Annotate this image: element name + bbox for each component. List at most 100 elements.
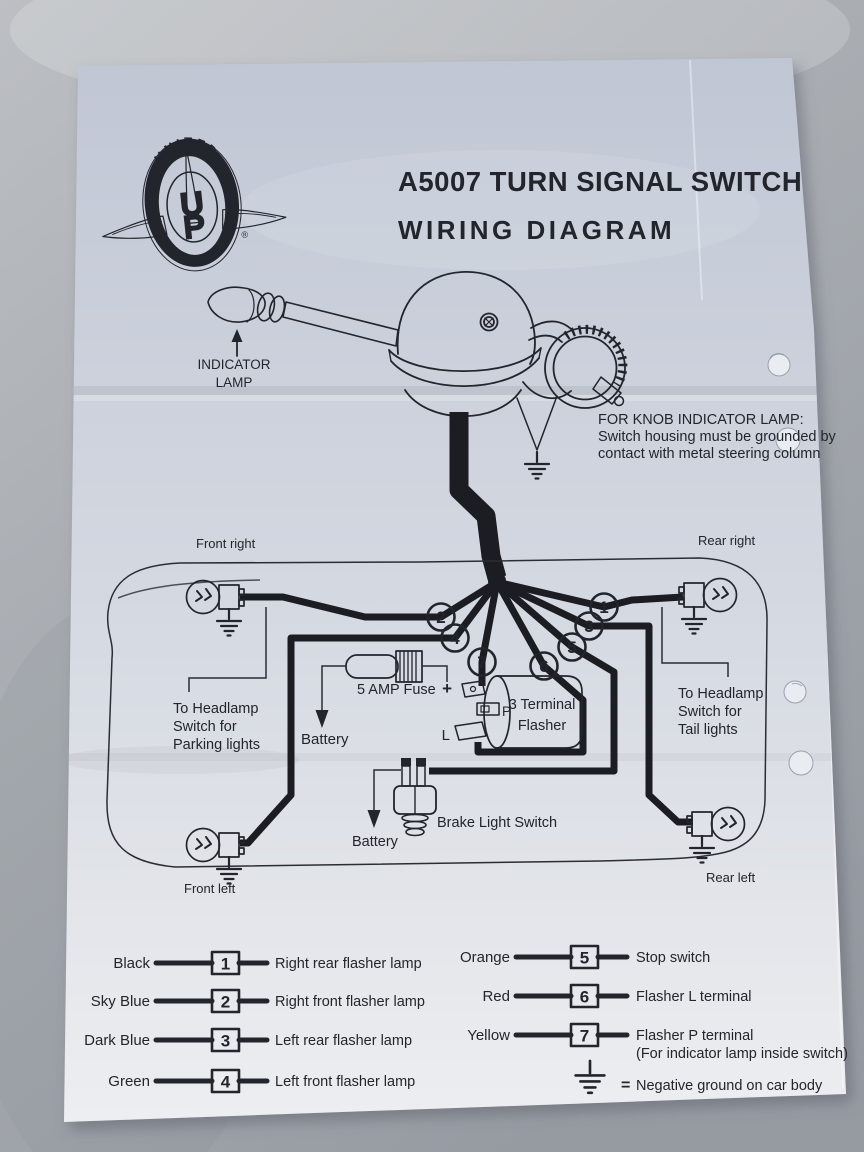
wire-2-sky-blue — [240, 579, 499, 621]
logo-monogram-u: U — [178, 184, 206, 223]
legend-color-2: Sky Blue — [91, 993, 150, 1010]
brake-switch-label: Brake Light Switch — [437, 815, 557, 831]
wiring-harness — [240, 572, 693, 847]
wire-callout-2: 2 — [426, 602, 456, 632]
legend-desc-1: Right rear flasher lamp — [275, 956, 422, 972]
wire-number-2: 2 — [436, 608, 445, 627]
wire-color-legend: Black 1 Right rear flasher lamp Sky Blue… — [84, 944, 848, 1095]
legend-color-7: Yellow — [467, 1027, 510, 1044]
brake-light-switch: Brake Light Switch Battery — [352, 758, 557, 850]
note-line-2: Switch housing must be grounded by — [598, 429, 837, 445]
wire-callout-4: 4 — [440, 623, 470, 653]
legend-color-4: Green — [108, 1073, 150, 1090]
wire-4-green — [240, 579, 500, 847]
car-hood-line — [117, 579, 261, 599]
legend-equals: = — [621, 1077, 630, 1094]
punch-holes — [767, 353, 814, 776]
label-rear-right: Rear right — [698, 533, 755, 548]
battery-arrow-upper — [315, 710, 329, 728]
legend-desc-7: Flasher P terminal — [636, 1028, 753, 1044]
flasher-plus-terminal — [461, 680, 486, 698]
wire-number-callouts: 1 2 3 4 5 6 7 — [426, 592, 619, 681]
parking-line-3: Parking lights — [173, 737, 260, 753]
legend-desc-3: Left rear flasher lamp — [275, 1033, 412, 1049]
battery-arrow-lower — [367, 810, 381, 828]
flasher-p-label: P — [502, 704, 511, 719]
wire-callout-6: 6 — [529, 651, 559, 681]
legend-num-4: 4 — [221, 1073, 231, 1092]
parking-line-1: To Headlamp — [173, 701, 258, 717]
legend-row-4: Green 4 Left front flasher lamp — [108, 1068, 415, 1094]
page-subtitle: WIRING DIAGRAM — [398, 215, 675, 245]
legend-num-7: 7 — [580, 1027, 589, 1046]
wire-number-3: 3 — [584, 617, 593, 636]
label-front-right: Front right — [196, 536, 256, 551]
legend-color-3: Dark Blue — [84, 1032, 150, 1049]
wire-number-6: 6 — [539, 657, 548, 676]
wire-3-dark-blue — [495, 578, 693, 826]
flasher-label-2: Flasher — [518, 718, 567, 734]
legend-row-6: Red 6 Flasher L terminal — [482, 983, 752, 1009]
page-title: A5007 TURN SIGNAL SWITCH — [398, 166, 802, 197]
switch-housing — [388, 271, 542, 418]
battery-lower-label: Battery — [352, 834, 399, 850]
tail-line-2: Switch for — [678, 704, 742, 720]
wire-number-4: 4 — [450, 629, 460, 648]
indicator-knob — [207, 286, 266, 323]
legend-num-5: 5 — [580, 949, 589, 968]
switch-cable — [449, 412, 507, 581]
switch-illustration: INDICATOR LAMP FOR KNOB INDICATOR LAMP: … — [197, 271, 837, 581]
steering-column-clamp — [516, 320, 628, 451]
legend-desc-7b: (For indicator lamp inside switch) — [636, 1046, 848, 1062]
wire-number-5: 5 — [567, 638, 576, 657]
legend-color-6: Red — [482, 988, 510, 1005]
wire-callout-5: 5 — [557, 632, 587, 662]
note-line-3: contact with metal steering column — [598, 446, 820, 462]
legend-num-6: 6 — [580, 988, 589, 1007]
legend-row-2: Sky Blue 2 Right front flasher lamp — [91, 988, 425, 1014]
flasher-plus-label: + — [442, 679, 452, 698]
indicator-lamp-label-1: INDICATOR — [197, 357, 270, 372]
legend-row-1: Black 1 Right rear flasher lamp — [113, 950, 422, 976]
parking-line-2: Switch for — [173, 719, 237, 735]
note-line-1: FOR KNOB INDICATOR LAMP: — [598, 412, 804, 428]
fuse-label: 5 AMP Fuse — [357, 682, 436, 698]
parking-lights-callout: To Headlamp Switch for Parking lights — [173, 607, 267, 753]
paper-sheet — [64, 58, 846, 1122]
legend-color-5: Orange — [460, 949, 510, 966]
wire-number-1: 1 — [599, 598, 608, 617]
legend-ground-desc: Negative ground on car body — [636, 1078, 823, 1094]
registered-mark: ® — [241, 229, 249, 240]
wire-7-yellow — [478, 581, 501, 686]
legend-row-7: Yellow 7 Flasher P terminal (For indicat… — [467, 1022, 848, 1062]
flasher-label-1: 3 Terminal — [509, 697, 576, 713]
legend-desc-2: Right front flasher lamp — [275, 994, 425, 1010]
wire-callout-1: 1 — [589, 592, 619, 622]
flasher-l-terminal — [454, 721, 487, 741]
legend-color-1: Black — [113, 955, 150, 972]
flasher-unit: + P L 3 Terminal Flasher — [442, 675, 583, 749]
legend-num-1: 1 — [221, 955, 230, 974]
fuse-assembly: 5 AMP Fuse Battery — [301, 650, 448, 748]
legend-num-2: 2 — [221, 993, 230, 1012]
knob-grounding-note: FOR KNOB INDICATOR LAMP: Switch housing … — [598, 412, 837, 462]
flasher-l-label: L — [442, 727, 450, 744]
legend-row-5: Orange 5 Stop switch — [460, 944, 710, 970]
legend-desc-6: Flasher L terminal — [636, 989, 752, 1005]
switch-lever — [207, 286, 399, 347]
wire-6-red — [474, 580, 587, 756]
logo-monogram-p: P — [181, 207, 207, 246]
tail-line-3: Tail lights — [678, 722, 738, 738]
car-body-outline — [106, 557, 768, 868]
logo-wings — [102, 208, 287, 239]
legend-ground-row: = Negative ground on car body — [574, 1059, 823, 1095]
tail-lights-callout: To Headlamp Switch for Tail lights — [661, 607, 763, 738]
flasher-p-terminal — [476, 702, 500, 716]
legend-desc-5: Stop switch — [636, 950, 710, 966]
indicator-lamp-label-2: LAMP — [216, 375, 253, 390]
tail-line-1: To Headlamp — [678, 686, 763, 702]
legend-row-3: Dark Blue 3 Left rear flasher lamp — [84, 1027, 412, 1053]
legend-num-3: 3 — [221, 1032, 230, 1051]
battery-upper-label: Battery — [301, 731, 349, 748]
